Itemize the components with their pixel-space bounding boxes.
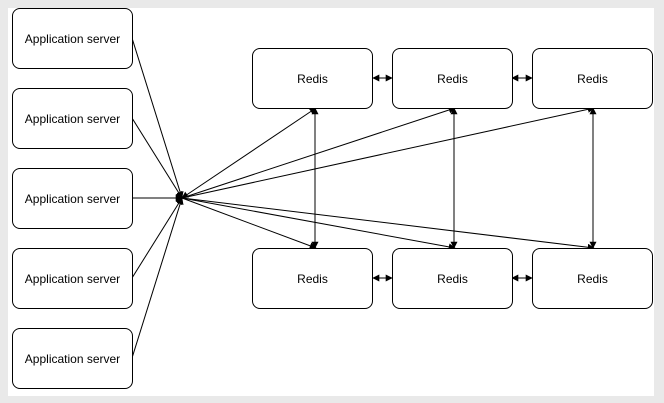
redis-node-top: Redis: [532, 48, 653, 109]
redis-node-bottom: Redis: [392, 248, 513, 309]
app-server-node: Application server: [12, 168, 133, 229]
redis-label: Redis: [297, 71, 328, 86]
app-server-node: Application server: [12, 8, 133, 69]
app-server-node: Application server: [12, 328, 133, 389]
app-server-node: Application server: [12, 248, 133, 309]
app-server-label: Application server: [24, 111, 121, 126]
redis-label: Redis: [437, 271, 468, 286]
redis-label: Redis: [577, 271, 608, 286]
app-server-label: Application server: [24, 31, 121, 46]
redis-node-top: Redis: [252, 48, 373, 109]
redis-node-bottom: Redis: [532, 248, 653, 309]
app-server-node: Application server: [12, 88, 133, 149]
redis-label: Redis: [297, 271, 328, 286]
redis-label: Redis: [577, 71, 608, 86]
app-server-label: Application server: [24, 191, 121, 206]
redis-node-bottom: Redis: [252, 248, 373, 309]
app-server-label: Application server: [24, 271, 121, 286]
redis-label: Redis: [437, 71, 468, 86]
redis-node-top: Redis: [392, 48, 513, 109]
app-server-label: Application server: [24, 351, 121, 366]
